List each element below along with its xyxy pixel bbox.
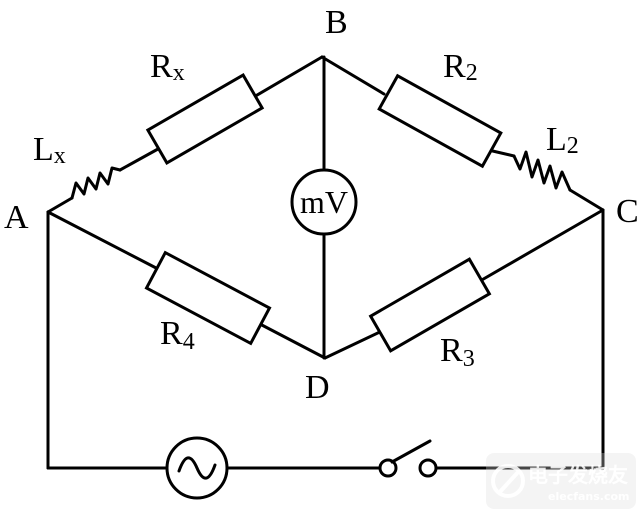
node-label-d: D [305, 369, 330, 406]
label-rx-main: R [150, 48, 173, 85]
label-r4-main: R [160, 315, 183, 352]
wire-rx-b [250, 55, 324, 100]
label-r2-main: R [443, 48, 466, 85]
switch-terminal-right [418, 458, 438, 478]
label-lx: Lx [33, 131, 66, 169]
resistor-r2 [377, 73, 503, 169]
wire-lx-rx [118, 147, 160, 172]
watermark-text: 电子发烧友 [528, 463, 628, 487]
millivoltmeter [290, 168, 358, 236]
wire-l2-c [568, 188, 605, 212]
label-l2-sub: 2 [567, 133, 579, 159]
switch-lever [390, 439, 432, 464]
resistor-rx [145, 72, 265, 166]
ac-source-sine-icon [177, 456, 217, 480]
wire-r3-c [478, 208, 605, 283]
label-rx-sub: x [173, 60, 185, 86]
wire-d-r3 [323, 329, 384, 360]
label-l2: L2 [546, 121, 579, 159]
label-r4: R4 [160, 315, 195, 355]
label-r3: R3 [440, 332, 475, 372]
wire-a-r4 [46, 210, 162, 272]
meter-label: mV [300, 184, 348, 220]
switch-terminal-left [378, 458, 398, 478]
label-r3-main: R [440, 332, 463, 369]
label-lx-main: L [33, 131, 54, 168]
watermark-logo: 电子发烧友 elecfans.com [486, 453, 636, 509]
wire-a-lx [46, 196, 74, 214]
label-r4-sub: 4 [183, 329, 195, 355]
wire-r4-d [256, 321, 327, 360]
node-label-b: B [325, 4, 348, 41]
node-label-a: A [4, 199, 29, 236]
resistor-r4 [144, 250, 272, 346]
label-r2: R2 [443, 48, 478, 86]
label-rx: Rx [150, 48, 185, 86]
label-lx-sub: x [54, 143, 66, 169]
inductor-lx [70, 166, 122, 200]
wire-b-r2 [320, 55, 386, 96]
label-r3-sub: 3 [463, 346, 475, 372]
label-r2-sub: 2 [466, 60, 478, 86]
resistor-r3 [368, 257, 492, 353]
inductor-l2 [512, 150, 572, 192]
label-l2-main: L [546, 121, 567, 158]
node-label-c: C [616, 193, 639, 230]
watermark-domain: elecfans.com [548, 490, 630, 503]
